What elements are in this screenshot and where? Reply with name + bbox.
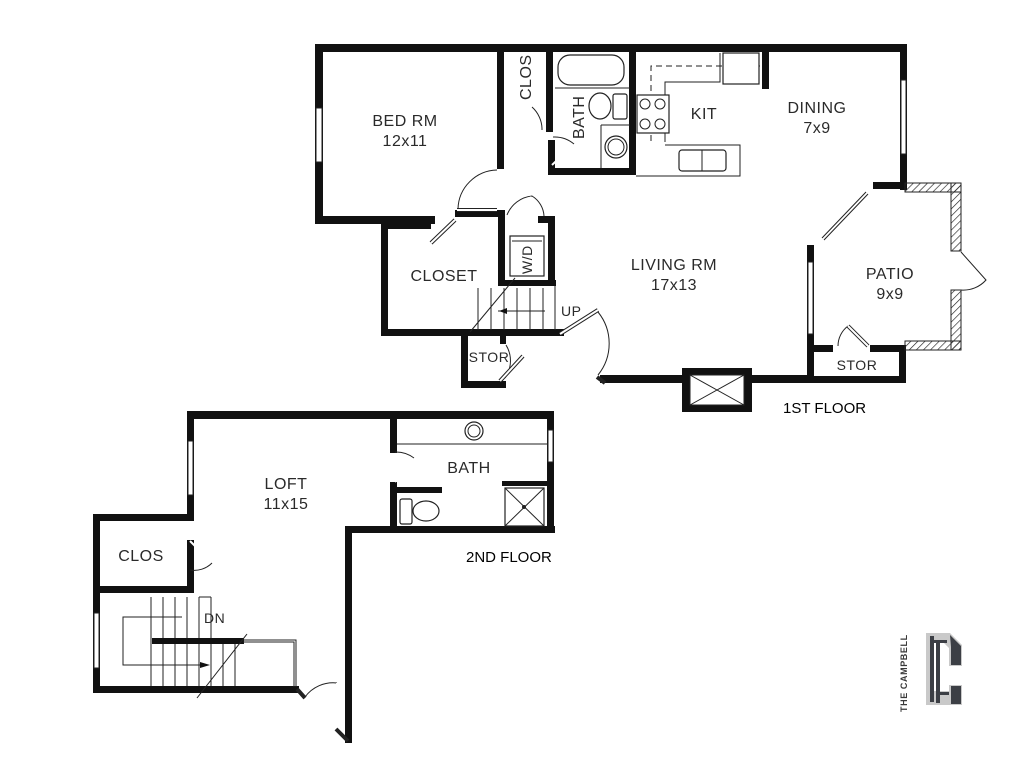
floor-label-2nd: 2ND FLOOR: [466, 549, 552, 566]
door-swing: [837, 325, 849, 347]
toilet-icon: [588, 92, 612, 120]
wall: [498, 216, 505, 286]
second-floor: DN LOFT 11x15 BATH CLOS 2ND FLOOR: [93, 411, 555, 743]
window: [315, 107, 323, 163]
wall: [397, 487, 442, 493]
closet-door[interactable]: [430, 219, 456, 244]
bath-fixtures: [555, 54, 630, 168]
wall: [187, 411, 554, 419]
window: [93, 612, 100, 669]
wall: [381, 222, 431, 229]
door-swing: [457, 169, 498, 210]
wall: [807, 345, 833, 352]
room-label-kitchen: KIT: [691, 106, 717, 123]
wall: [187, 540, 194, 590]
wall: [548, 140, 555, 175]
window: [187, 440, 194, 496]
wall: [345, 526, 555, 533]
bay-window: [821, 191, 867, 239]
room-label-storage-right: STOR: [837, 357, 878, 373]
room-size-patio: 9x9: [876, 286, 903, 303]
first-floor: W/D UP: [315, 44, 987, 417]
wall: [390, 411, 397, 453]
room-label-dining: DINING: [788, 100, 847, 117]
floor-label-1st: 1ST FLOOR: [783, 400, 866, 417]
wall: [93, 514, 194, 521]
wall: [498, 280, 556, 286]
brand-logo: THE CAMPBELL: [899, 633, 962, 712]
brand-name: THE CAMPBELL: [899, 634, 909, 712]
room-label-storage-left: STOR: [469, 349, 510, 365]
room-label-living: LIVING RM: [631, 257, 717, 274]
wall: [899, 345, 906, 383]
refrigerator: [722, 52, 760, 85]
stairs-up-label: UP: [561, 303, 581, 319]
window: [547, 429, 554, 463]
room-size-loft: 11x15: [264, 496, 309, 513]
room-label-wd: W/D: [519, 245, 535, 274]
sliding-door[interactable]: [807, 261, 814, 335]
kitchen-fixtures: [636, 52, 760, 177]
room-size-dining: 7x9: [803, 120, 830, 137]
bath-fixtures-2f: [397, 421, 548, 527]
wall: [546, 44, 553, 132]
room-label-bath-2f: BATH: [447, 460, 490, 477]
room-label-closet-small: CLOS: [518, 54, 535, 100]
wall: [870, 345, 906, 352]
wall: [381, 329, 564, 336]
wall: [455, 210, 505, 217]
wall: [873, 182, 907, 189]
entry-door-swing: [597, 311, 610, 376]
stairs-down: [122, 596, 297, 699]
wall: [629, 44, 636, 175]
wall: [390, 482, 397, 529]
wall: [93, 586, 194, 593]
wall: [502, 481, 548, 486]
wall: [548, 168, 636, 175]
room-size-bedroom: 12x11: [383, 133, 428, 150]
wall: [762, 44, 769, 89]
wall: [500, 336, 506, 344]
wall: [807, 376, 906, 383]
window: [900, 79, 907, 155]
door-swing: [304, 682, 338, 698]
toilet-icon: [412, 500, 440, 522]
wall: [461, 336, 468, 388]
room-label-bath: BATH: [571, 96, 588, 139]
room-label-loft: LOFT: [265, 476, 308, 493]
wall: [93, 514, 100, 692]
wall: [93, 686, 299, 693]
washer-dryer: [509, 235, 545, 277]
arrow-icon: [499, 308, 507, 314]
room-label-patio: PATIO: [866, 266, 914, 283]
patio-walls: [904, 182, 987, 351]
stairs-down-label: DN: [204, 610, 225, 626]
room-label-bedroom: BED RM: [372, 113, 437, 130]
arrow-icon: [200, 662, 210, 668]
wall: [381, 222, 388, 336]
wall: [345, 526, 352, 743]
wall: [547, 411, 554, 532]
wall: [548, 218, 555, 286]
room-label-closet: CLOSET: [410, 268, 477, 285]
room-label-closet-2f: CLOS: [118, 548, 164, 565]
wall: [315, 216, 435, 224]
wall: [497, 44, 504, 169]
wall: [461, 381, 506, 388]
wall: [538, 216, 555, 223]
wall: [315, 44, 907, 52]
patio-gate[interactable]: [960, 251, 987, 291]
stairs-up: [469, 277, 556, 333]
room-size-living: 17x13: [651, 277, 697, 294]
